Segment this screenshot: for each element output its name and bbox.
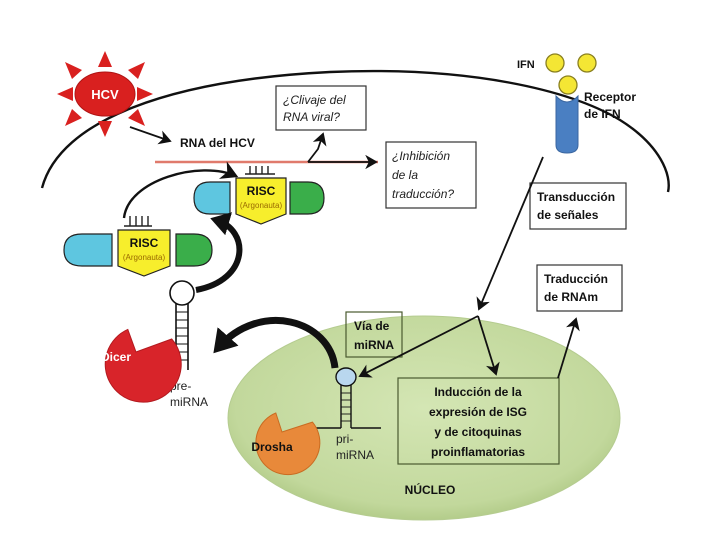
- isg-line-3: y de citoquinas: [434, 425, 522, 439]
- translation-line-1: Traducción: [544, 272, 608, 286]
- pre-mirna-label-2: miRNA: [170, 395, 208, 409]
- cleavage-line-1: ¿Clivaje del: [283, 93, 346, 107]
- ifn-label: IFN: [517, 59, 535, 71]
- to-isg-arrow: [477, 315, 500, 376]
- risc-bottom-title: RISC: [130, 236, 159, 250]
- ifn-molecules: [545, 53, 597, 95]
- isg-line-2: expresión de ISG: [429, 405, 527, 419]
- dicer-label: Dicer: [101, 350, 131, 364]
- to-mirna-pathway-arrow: [358, 315, 479, 378]
- risc-bottom-subtitle: (Argonauta): [123, 253, 166, 262]
- nucleus: [227, 315, 621, 521]
- mirna-pathway-box: [345, 311, 403, 358]
- hcv-entry-arrow: [129, 126, 172, 145]
- hcv-label: HCV: [91, 87, 119, 102]
- inhibition-line-3: traducción?: [392, 187, 454, 201]
- cleavage-box: [275, 85, 367, 131]
- mirna-pathway-line-2: miRNA: [354, 338, 394, 352]
- premirna-to-risc-arrow: [195, 212, 243, 293]
- mirna-pathway-line-1: Vía de: [354, 319, 390, 333]
- isg-to-translation-arrow: [557, 317, 580, 379]
- inhibition-line-2: de la: [392, 168, 418, 182]
- translation-line-2: de RNAm: [544, 290, 598, 304]
- ifn-receptor: [555, 94, 579, 154]
- pri-mirna-hairpin: [316, 367, 381, 429]
- cleavage-arrow: [307, 132, 327, 163]
- nucleus-label: NÚCLEO: [405, 482, 456, 497]
- receptor-label-1: Receptor: [584, 90, 636, 104]
- pri-mirna-label-2: miRNA: [336, 448, 374, 462]
- receptor-label-2: de IFN: [584, 107, 621, 121]
- isg-line-4: proinflamatorias: [431, 445, 525, 459]
- drosha-label: Drosha: [251, 440, 293, 454]
- isg-induction-box: [397, 377, 560, 465]
- mrna-translation-box: [536, 264, 623, 312]
- signal-transduction-box: [529, 182, 627, 230]
- risc-loading-arrow: [122, 161, 239, 219]
- inhibition-line-1: ¿Inhibición: [392, 149, 450, 163]
- rna-hcv-label: RNA del HCV: [180, 136, 255, 150]
- inhibition-box: [385, 141, 477, 209]
- hcv-virus: HCV: [57, 51, 153, 137]
- export-arrow: [213, 317, 339, 369]
- risc-top-title: RISC: [247, 184, 276, 198]
- pri-mirna-label-1: pri-: [336, 432, 353, 446]
- cell-membrane: [40, 69, 670, 193]
- drosha-enzyme: Drosha: [251, 412, 321, 476]
- transduction-line-1: Transducción: [537, 190, 615, 204]
- cleavage-line-2: RNA viral?: [283, 110, 340, 124]
- dicer-enzyme: Dicer: [101, 328, 182, 403]
- risc-complex-top: RISC (Argonauta): [193, 166, 325, 225]
- risc-complex-bottom: RISC (Argonauta): [63, 216, 213, 277]
- isg-line-1: Inducción de la: [434, 385, 522, 399]
- risc-top-subtitle: (Argonauta): [240, 201, 283, 210]
- receptor-to-nucleus-arrow: [476, 156, 544, 311]
- transduction-line-2: de señales: [537, 208, 599, 222]
